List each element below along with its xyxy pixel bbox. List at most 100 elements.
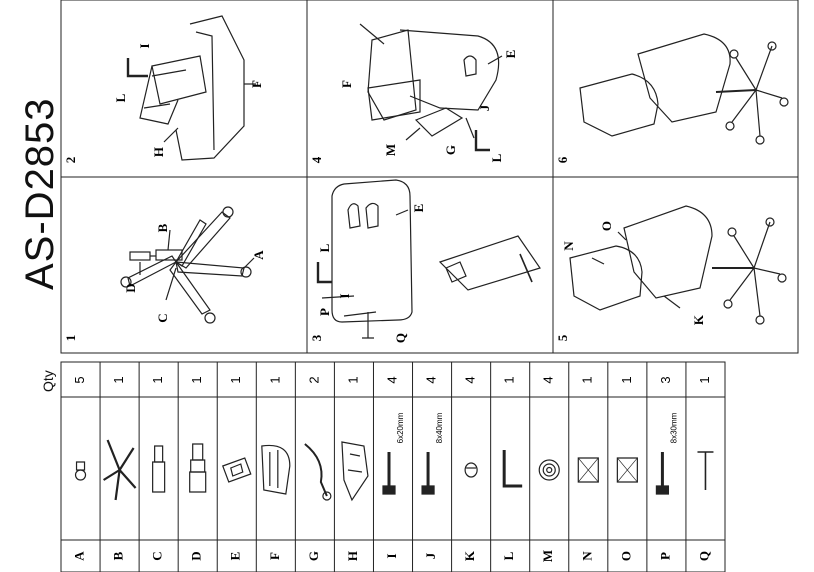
bolt-icon: [382, 452, 396, 495]
part-qty-n: 1: [580, 376, 595, 383]
part-column-a: 5A: [72, 376, 87, 560]
part-qty-d: 1: [189, 376, 204, 383]
step-2-illustration: [126, 15, 256, 161]
step-number-3: 3: [309, 334, 324, 341]
step-2-callout-h: H: [151, 147, 166, 157]
mechanism-plate: [367, 79, 421, 121]
part-column-q: 1Q: [696, 376, 714, 561]
cap-icon: [464, 462, 478, 478]
step-2-callout-i: I: [137, 43, 152, 48]
back-bracket: [151, 55, 207, 105]
part-letter-f: F: [267, 552, 282, 560]
part-size-p: 8x30mm: [670, 412, 679, 443]
step-4-callout-e: E: [503, 50, 518, 59]
caster-5c: [755, 315, 765, 325]
final-base-star: [731, 45, 783, 137]
caster-3: [204, 312, 216, 324]
base-leg-5: [175, 219, 207, 267]
part-qty-f: 1: [267, 376, 282, 383]
callout-line-h: [163, 127, 179, 143]
back-frame-icon: [341, 441, 369, 502]
step-5-callout-o: O: [599, 221, 614, 231]
part-letter-k: K: [462, 550, 477, 561]
caster-6a: [767, 41, 777, 51]
caster-6e: [729, 49, 739, 59]
part-qty-m: 4: [541, 376, 556, 383]
step-number-4: 4: [309, 156, 324, 163]
part-column-c: 1C: [150, 376, 166, 561]
step-3-callout-e: E: [411, 204, 426, 213]
caster-5b: [777, 273, 787, 283]
base-leg-2: [175, 261, 245, 277]
bolt-icon: [655, 452, 670, 495]
allen-key-step4: [474, 130, 490, 152]
part-qty-b: 1: [111, 376, 126, 383]
final-seat: [579, 73, 659, 137]
caster-5d: [723, 299, 733, 309]
callout-line-e: [395, 209, 409, 216]
cover-plate-icon: [616, 457, 638, 483]
gas-lift: [155, 249, 183, 261]
step-3-callout-i: I: [337, 293, 352, 298]
star-base-icon: [103, 439, 137, 501]
part-letter-l: L: [501, 551, 516, 560]
step-number-5: 5: [555, 334, 570, 341]
allen-key: [126, 58, 148, 78]
part-size-j: 8x40mm: [435, 412, 444, 443]
armrest-icon: [261, 444, 291, 495]
part-letter-h: H: [345, 551, 360, 561]
step-2-callout-l: L: [113, 93, 128, 102]
part-letter-d: D: [189, 551, 204, 560]
part-qty-k: 4: [463, 376, 478, 383]
callout-line-n: [591, 257, 605, 265]
part-qty-i: 4: [384, 376, 399, 383]
bolt-line-top: [359, 23, 385, 45]
lift-cover-icon: [189, 443, 207, 493]
part-qty-c: 1: [150, 376, 165, 383]
caster-6b: [779, 97, 789, 107]
step-1-callout-c: C: [155, 313, 170, 322]
caster-5a: [765, 217, 775, 227]
step-2-callout-f: F: [249, 80, 264, 88]
part-column-h: 1H: [341, 376, 369, 561]
gas-lift-icon: [152, 445, 166, 493]
part-column-e: 1E: [221, 376, 252, 560]
seat-outline: [399, 29, 500, 111]
seat-arrow: [519, 253, 533, 283]
bracket-arm: [139, 65, 179, 125]
headrest-slot-2: [365, 202, 379, 229]
part-column-k: 4K: [462, 376, 478, 561]
step-4-callout-g: G: [443, 145, 458, 155]
base-leg-3: [169, 260, 211, 315]
part-letter-m: M: [540, 550, 555, 562]
caster-6d: [725, 121, 735, 131]
step-3-callout-p: P: [317, 308, 332, 316]
seat-vent: [463, 55, 477, 77]
caster-1: [222, 206, 234, 218]
part-letter-p: P: [657, 552, 672, 560]
part-qty-e: 1: [228, 376, 243, 383]
step-1-callout-d: D: [123, 283, 138, 292]
step-4-callout-l: L: [489, 153, 504, 162]
part-column-l: 1L: [501, 376, 523, 560]
part-column-d: 1D: [189, 376, 207, 561]
part-column-m: 4M: [538, 376, 560, 562]
part-qty-j: 4: [423, 376, 438, 383]
part-column-f: 1F: [261, 376, 291, 560]
callout-line-e: [487, 55, 503, 65]
caster-6c: [755, 135, 765, 145]
part-letter-c: C: [150, 551, 165, 560]
part-letter-g: G: [306, 551, 321, 561]
bolt-line-2: [143, 103, 171, 109]
part-column-b: 1B: [103, 376, 137, 560]
t-wrench: [362, 312, 374, 339]
part-qty-h: 1: [345, 376, 360, 383]
final-back: [637, 33, 731, 123]
callout-line-a: [243, 257, 255, 269]
seat-mechanism-icon: [221, 457, 252, 483]
part-letter-b: B: [111, 551, 126, 560]
part-column-o: 1O: [616, 376, 638, 561]
